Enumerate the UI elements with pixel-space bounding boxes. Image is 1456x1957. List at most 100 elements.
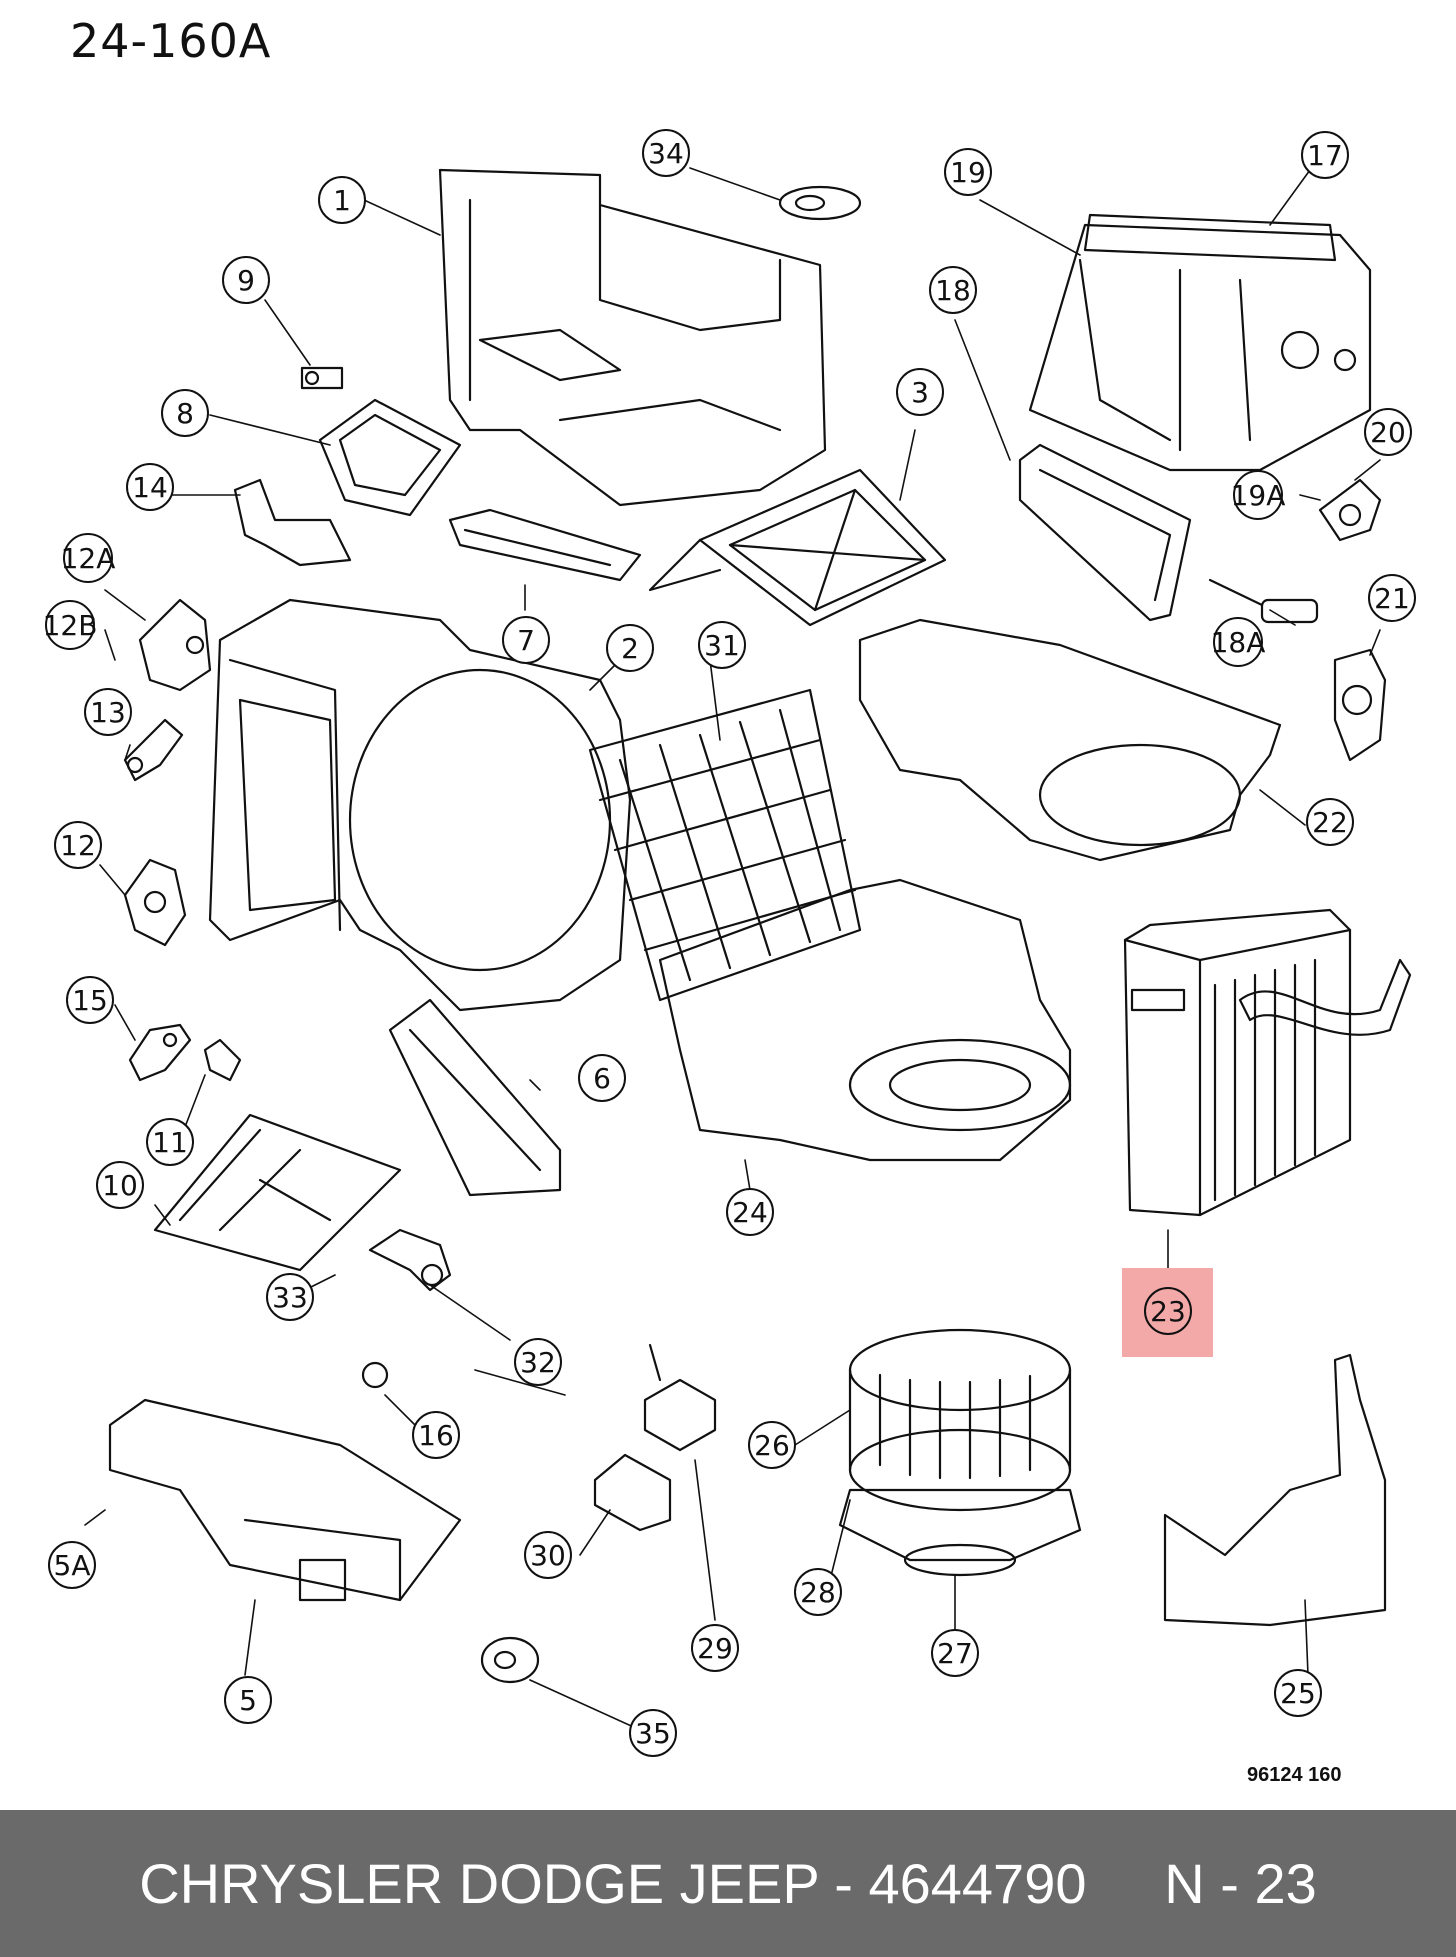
- part-34-gasket: [778, 185, 862, 221]
- callout-circle: [1274, 1669, 1322, 1717]
- callout-number: 25: [1280, 1677, 1316, 1710]
- callout-number: 19: [950, 156, 986, 189]
- part-20-actuator: [1318, 478, 1382, 542]
- callout-number: 11: [152, 1126, 188, 1159]
- callout-circle: [1213, 617, 1263, 667]
- callout-3: 3: [896, 368, 944, 416]
- callout-number: 17: [1307, 139, 1343, 172]
- callout-16: 16: [412, 1411, 460, 1459]
- footer-bar: CHRYSLER DODGE JEEP - 4644790 N - 23: [0, 1810, 1456, 1957]
- callout-circle: [161, 389, 209, 437]
- callout-circle: [266, 1273, 314, 1321]
- callout-circle: [578, 1054, 626, 1102]
- callout-11: 11: [146, 1118, 194, 1166]
- part-22-housing-lower: [858, 618, 1282, 862]
- callout-circle: [691, 1624, 739, 1672]
- callout-circle: [318, 176, 366, 224]
- callout-number: 32: [520, 1346, 556, 1379]
- callout-number: 7: [517, 624, 535, 657]
- callout-19: 19: [944, 148, 992, 196]
- callout-circle: [524, 1531, 572, 1579]
- part-13-lever: [123, 718, 184, 782]
- part-18A-sensor: [1208, 578, 1319, 624]
- callout-32: 32: [514, 1338, 562, 1386]
- callout-circle: [944, 148, 992, 196]
- callout-26: 26: [748, 1421, 796, 1469]
- callout-circle: [1144, 1287, 1192, 1335]
- part-21-actuator: [1333, 648, 1387, 762]
- diagram-id: 24-160A: [70, 14, 272, 68]
- callout-number: 29: [697, 1632, 733, 1665]
- callout-number: 28: [800, 1576, 836, 1609]
- callout-circle: [629, 1709, 677, 1757]
- callout-circle: [502, 616, 550, 664]
- part-24-blower-housing: [658, 878, 1072, 1162]
- callout-34: 34: [642, 129, 690, 177]
- part-35-grommet: [480, 1636, 540, 1684]
- callout-25: 25: [1274, 1669, 1322, 1717]
- part-9-sensor: [300, 366, 344, 390]
- callout-18: 18: [929, 266, 977, 314]
- callout-14: 14: [126, 463, 174, 511]
- callout-number: 3: [911, 376, 929, 409]
- highlighted-part-marker: [1122, 1268, 1213, 1357]
- callout-8: 8: [161, 389, 209, 437]
- callout-circle: [748, 1421, 796, 1469]
- callout-1: 1: [318, 176, 366, 224]
- callout-circle: [1301, 131, 1349, 179]
- callout-number: 35: [635, 1717, 671, 1750]
- callout-circle: [929, 266, 977, 314]
- callout-number: 21: [1374, 582, 1410, 615]
- callout-number: 24: [732, 1196, 768, 1229]
- callout-21: 21: [1368, 574, 1416, 622]
- callout-circle: [896, 368, 944, 416]
- callout-number: 5A: [54, 1549, 91, 1582]
- callout-5a: 5A: [48, 1541, 96, 1589]
- callout-number: 6: [593, 1062, 611, 1095]
- leader-lines: [84, 167, 1381, 1731]
- part-number-caption: CHRYSLER DODGE JEEP - 4644790 N - 23: [139, 1852, 1317, 1915]
- callout-27: 27: [931, 1629, 979, 1677]
- part-23-evaporator: [1123, 908, 1412, 1217]
- part-19-housing: [1028, 213, 1372, 472]
- callout-35: 35: [629, 1709, 677, 1757]
- callout-10: 10: [96, 1161, 144, 1209]
- part-5-duct: [108, 1398, 462, 1602]
- callout-number: 12B: [43, 609, 98, 642]
- callout-31: 31: [698, 621, 746, 669]
- callout-number: 30: [530, 1539, 566, 1572]
- part-27-motor: [838, 1488, 1082, 1577]
- callout-number: 33: [272, 1281, 308, 1314]
- part-18-door: [1018, 443, 1192, 622]
- part-11-sensor: [203, 1038, 242, 1082]
- part-16-gear: [361, 1361, 389, 1389]
- part-2-heater-housing: [208, 598, 632, 1012]
- callout-number: 15: [72, 984, 108, 1017]
- callout-number: 13: [90, 696, 126, 729]
- callout-12: 12: [54, 821, 102, 869]
- callout-28: 28: [794, 1568, 842, 1616]
- callout-circle: [726, 1188, 774, 1236]
- callout-number: 14: [132, 471, 168, 504]
- parts-drawing: 12355A678910111212A12B13141516171818A191…: [43, 129, 1416, 1757]
- callout-circle: [63, 533, 113, 583]
- callout-24: 24: [726, 1188, 774, 1236]
- callout-12a: 12A: [61, 533, 115, 583]
- callout-number: 27: [937, 1637, 973, 1670]
- callout-number: 9: [237, 264, 255, 297]
- callout-33: 33: [266, 1273, 314, 1321]
- callout-2: 2: [606, 624, 654, 672]
- part-31-heater-core: [588, 688, 862, 1002]
- callout-number: 22: [1312, 806, 1348, 839]
- part-32-lever: [368, 1228, 452, 1292]
- callout-number: 20: [1370, 416, 1406, 449]
- callout-23: 23: [1144, 1287, 1192, 1335]
- callout-7: 7: [502, 616, 550, 664]
- callout-circle: [66, 976, 114, 1024]
- callout-number: 19A: [1231, 479, 1286, 512]
- callout-circle: [412, 1411, 460, 1459]
- callout-circle: [126, 463, 174, 511]
- callout-13: 13: [84, 688, 132, 736]
- callout-20: 20: [1364, 408, 1412, 456]
- callout-9: 9: [222, 256, 270, 304]
